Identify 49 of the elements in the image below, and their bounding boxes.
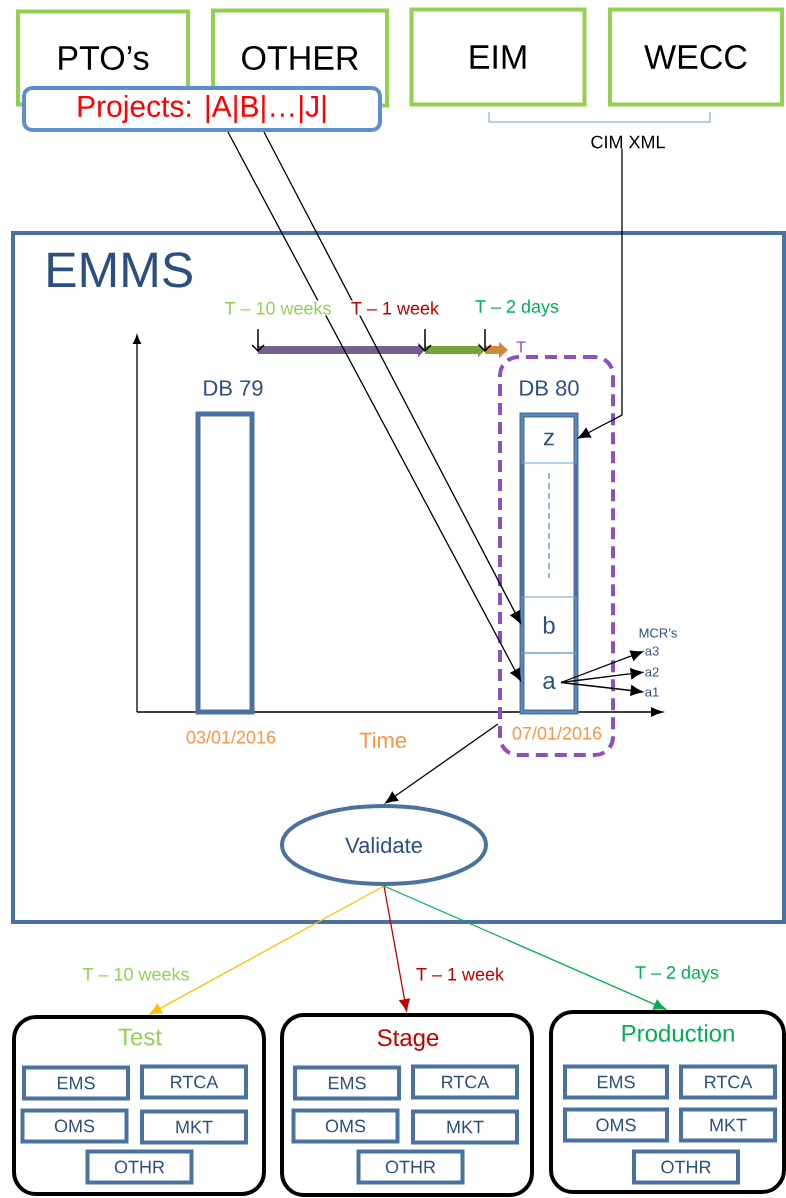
- module-box: OMS: [20, 1108, 129, 1144]
- bar-cell: a: [521, 652, 577, 713]
- axis-label: Time: [357, 730, 409, 750]
- module-box: EMS: [22, 1065, 130, 1101]
- module-box: EMS: [293, 1065, 401, 1101]
- version-label: a3: [645, 646, 659, 656]
- module-box: RTCA: [679, 1064, 777, 1100]
- arrow: [149, 885, 385, 1015]
- arrow: [227, 131, 522, 682]
- date-label: 03/01/2016: [184, 729, 278, 745]
- module-box: MKT: [140, 1109, 248, 1145]
- timeline-label: T – 10 weeks: [223, 300, 333, 316]
- edge-label: T – 1 week: [415, 966, 505, 982]
- arrow: [383, 885, 410, 1012]
- arrow: [560, 681, 643, 696]
- module-box: MKT: [411, 1109, 519, 1145]
- heading-label: MCR’s: [637, 627, 679, 639]
- arrow: [577, 147, 623, 439]
- module-box: OTHR: [632, 1149, 740, 1185]
- module-box: RTCA: [411, 1064, 519, 1100]
- module-box: EMS: [563, 1064, 669, 1100]
- module-box: OMS: [291, 1108, 400, 1144]
- module-box: MKT: [679, 1107, 777, 1143]
- arrow: [263, 131, 522, 624]
- dashed-box: [498, 355, 615, 757]
- edge-label: T – 10 weeks: [81, 966, 191, 982]
- timeline-label: T – 2 days: [474, 298, 560, 318]
- database-bar: DB 79: [195, 380, 263, 715]
- module-box: RTCA: [140, 1064, 248, 1100]
- timeline-label: T: [515, 340, 527, 354]
- timeline-label: T – 1 week: [350, 300, 440, 316]
- node-label: DB 79: [204, 380, 263, 396]
- module-box: OMS: [563, 1107, 669, 1143]
- arrow: [560, 650, 643, 684]
- edge-label: T – 2 days: [634, 964, 720, 984]
- arrow: [383, 885, 666, 1010]
- format-label: CIM XML: [591, 135, 665, 149]
- bar-cell: b: [521, 596, 577, 654]
- module-box: OTHR: [85, 1149, 194, 1185]
- version-label: a1: [645, 687, 659, 697]
- node-label: DB 80: [520, 380, 579, 396]
- bar-cell: z: [521, 414, 577, 464]
- arrow: [385, 723, 499, 804]
- date-label: 07/01/2016: [510, 725, 604, 741]
- projects-box: Projects: |A|B|…|J|: [22, 86, 382, 132]
- module-box: OTHR: [356, 1149, 465, 1185]
- version-label: a2: [645, 667, 659, 677]
- source-box: EIM: [409, 7, 587, 107]
- source-box: WECC: [608, 7, 784, 107]
